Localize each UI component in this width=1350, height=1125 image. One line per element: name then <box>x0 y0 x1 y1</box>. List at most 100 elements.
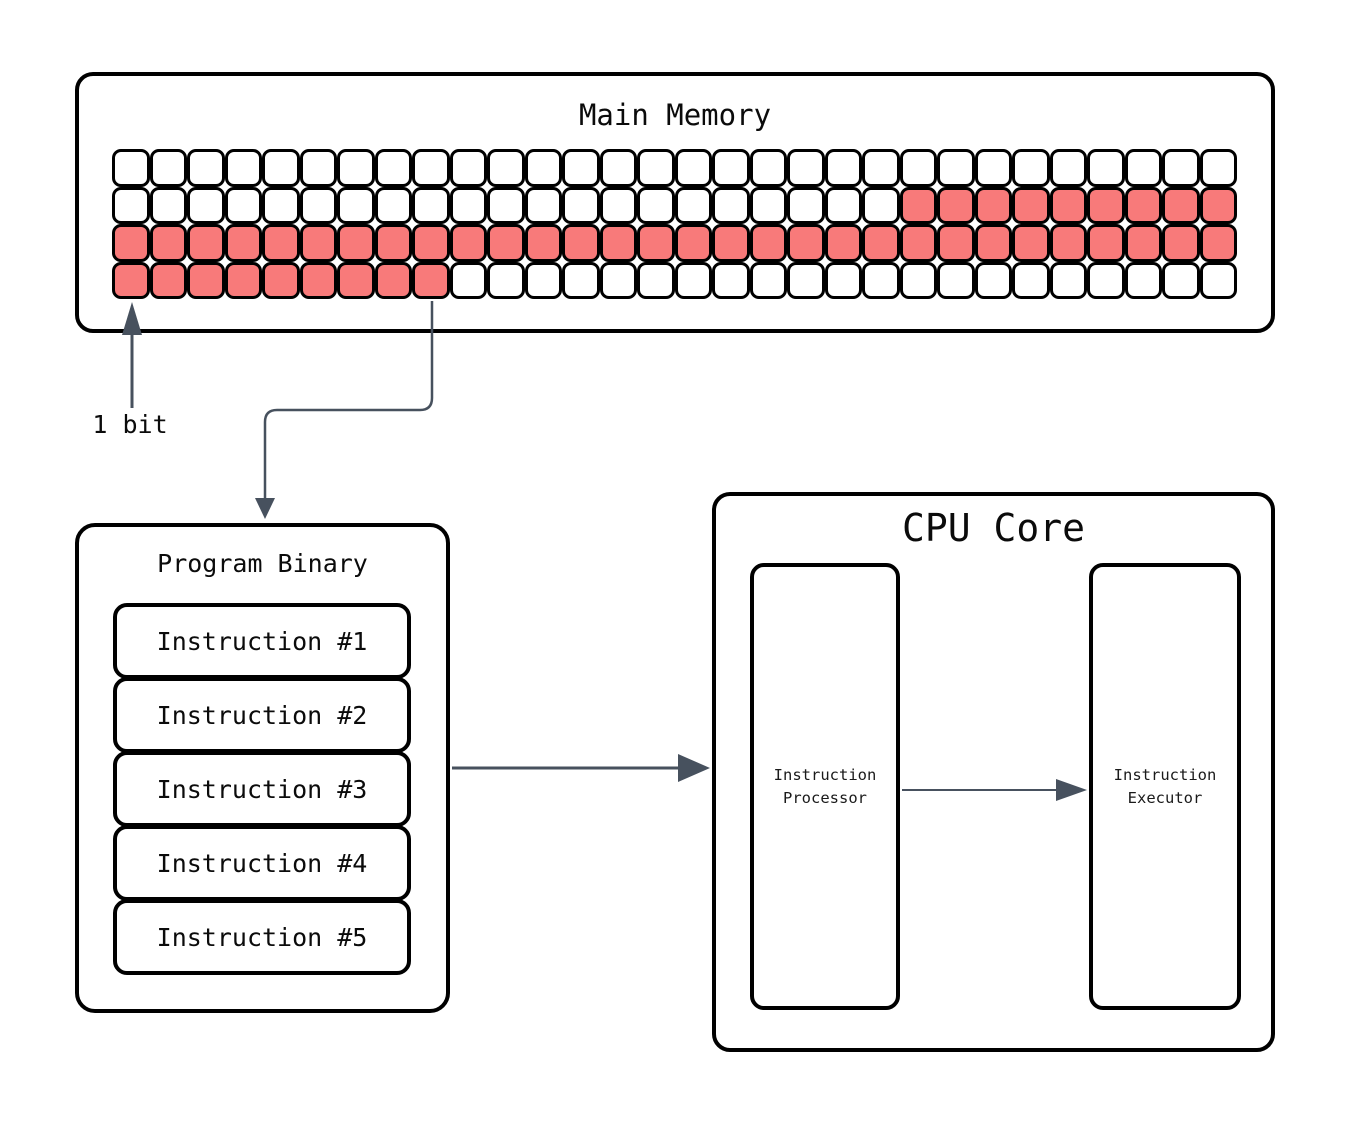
memory-bit <box>337 186 375 224</box>
memory-bit <box>562 224 600 262</box>
memory-bit <box>112 224 150 262</box>
memory-bit <box>899 186 937 224</box>
memory-bit <box>149 261 187 299</box>
memory-bit <box>787 149 825 187</box>
memory-bit <box>262 224 300 262</box>
memory-bit <box>224 149 262 187</box>
memory-bit <box>1124 224 1162 262</box>
memory-bit <box>937 186 975 224</box>
memory-bit <box>112 186 150 224</box>
memory-bit <box>1049 186 1087 224</box>
instruction-box: Instruction #3 <box>113 751 411 827</box>
memory-bit <box>562 261 600 299</box>
memory-bit <box>899 261 937 299</box>
memory-bit <box>112 261 150 299</box>
instruction-label: Instruction #4 <box>156 848 368 878</box>
memory-bit <box>937 224 975 262</box>
memory-bit <box>1124 186 1162 224</box>
memory-bit <box>599 149 637 187</box>
memory-bit <box>1162 224 1200 262</box>
memory-bit <box>487 224 525 262</box>
memory-bit <box>224 261 262 299</box>
memory-to-program-arrow-head-icon <box>255 498 275 519</box>
memory-bit <box>449 186 487 224</box>
instruction-executor-label: Instruction Executor <box>1113 766 1217 807</box>
memory-bit <box>674 149 712 187</box>
instruction-processor-box: Instruction Processor <box>750 563 900 1010</box>
memory-bit <box>787 224 825 262</box>
memory-bit <box>1087 149 1125 187</box>
instruction-box: Instruction #2 <box>113 677 411 753</box>
memory-bit <box>674 186 712 224</box>
memory-bit <box>374 224 412 262</box>
memory-bit <box>1012 261 1050 299</box>
program-binary-title: Program Binary <box>157 549 368 578</box>
memory-to-program-connector <box>255 301 434 519</box>
instruction-label: Instruction #3 <box>156 774 368 804</box>
memory-bit <box>749 261 787 299</box>
memory-bit <box>262 149 300 187</box>
instruction-label: Instruction #1 <box>156 626 368 656</box>
memory-bit <box>449 224 487 262</box>
memory-bit <box>749 224 787 262</box>
memory-bit <box>1049 224 1087 262</box>
memory-bit <box>787 261 825 299</box>
memory-bit <box>974 224 1012 262</box>
memory-bit <box>749 186 787 224</box>
instruction-box: Instruction #5 <box>113 899 411 975</box>
memory-bit <box>337 224 375 262</box>
memory-bit <box>524 186 562 224</box>
memory-bit <box>1049 149 1087 187</box>
memory-bit <box>149 224 187 262</box>
memory-bit <box>299 224 337 262</box>
memory-bit <box>299 261 337 299</box>
memory-bit <box>599 261 637 299</box>
cpu-core-title: CPU Core <box>901 506 1086 550</box>
memory-bit <box>412 186 450 224</box>
memory-bit <box>599 224 637 262</box>
memory-bit <box>224 186 262 224</box>
memory-bit <box>1087 224 1125 262</box>
memory-bit <box>562 186 600 224</box>
memory-bit <box>374 186 412 224</box>
memory-bit <box>262 186 300 224</box>
memory-bit <box>637 224 675 262</box>
memory-bit <box>112 149 150 187</box>
instruction-label: Instruction #5 <box>156 922 368 952</box>
memory-bit <box>1199 186 1237 224</box>
memory-bit <box>487 149 525 187</box>
memory-bit <box>712 149 750 187</box>
memory-bit <box>862 186 900 224</box>
memory-bit <box>899 149 937 187</box>
memory-bit <box>637 149 675 187</box>
instruction-box: Instruction #1 <box>113 603 411 679</box>
memory-bit <box>337 261 375 299</box>
memory-bit <box>749 149 787 187</box>
memory-bit <box>149 186 187 224</box>
memory-bit <box>1087 186 1125 224</box>
memory-bit <box>412 261 450 299</box>
memory-bit <box>937 261 975 299</box>
memory-bit <box>1162 149 1200 187</box>
memory-bit <box>674 224 712 262</box>
memory-bit <box>862 261 900 299</box>
memory-bit <box>712 261 750 299</box>
memory-bit <box>637 186 675 224</box>
memory-bit <box>1124 261 1162 299</box>
memory-bit <box>1199 261 1237 299</box>
memory-bit <box>899 224 937 262</box>
memory-bit <box>562 149 600 187</box>
memory-bit <box>974 149 1012 187</box>
memory-bit <box>449 149 487 187</box>
memory-bit-grid <box>112 149 1237 299</box>
memory-bit <box>824 149 862 187</box>
memory-bit <box>1012 149 1050 187</box>
program-to-cpu-arrow <box>452 754 710 782</box>
memory-bit <box>524 224 562 262</box>
memory-bit <box>824 186 862 224</box>
program-to-cpu-arrow-head-icon <box>678 754 710 782</box>
memory-bit <box>1162 261 1200 299</box>
memory-bit <box>374 261 412 299</box>
memory-bit <box>787 186 825 224</box>
